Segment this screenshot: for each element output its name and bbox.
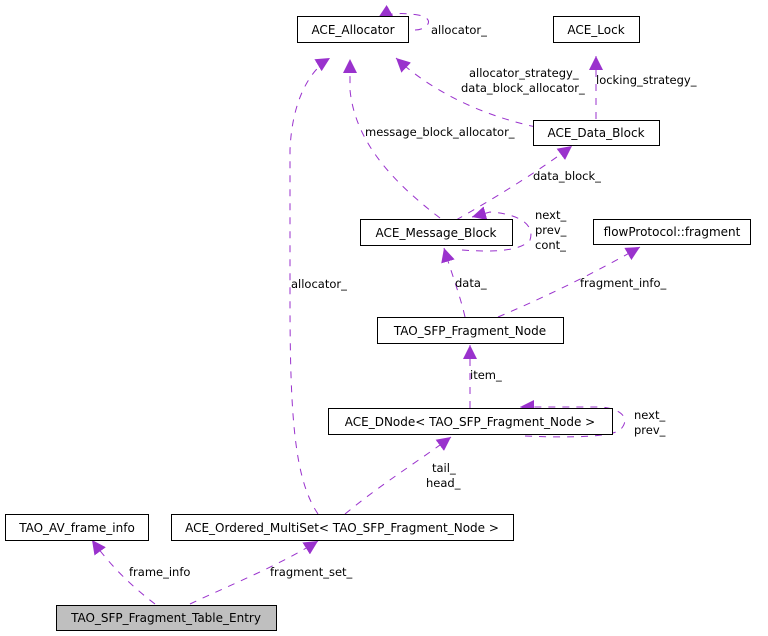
edge-label-dnode-next: next_ [634,408,665,422]
node-label: flowProtocol::fragment [604,225,741,239]
edge-labels: allocator_ allocator_strategy_ data_bloc… [129,23,697,579]
node-label: ACE_Ordered_MultiSet< TAO_SFP_Fragment_N… [185,521,499,535]
edge-allocator-self[interactable] [377,4,429,31]
edge-datablock-to-allocator[interactable] [395,57,537,128]
node-ace-data-block[interactable]: ACE_Data_Block [533,120,660,146]
edge-fragmentnode-to-messageblock[interactable] [441,247,466,318]
node-ace-ordered-multiset[interactable]: ACE_Ordered_MultiSet< TAO_SFP_Fragment_N… [171,514,514,541]
edge-label-allocator-strategy: allocator_strategy_ [469,66,579,80]
node-label: ACE_Lock [567,23,624,37]
node-tao-sfp-fragment-node[interactable]: TAO_SFP_Fragment_Node [377,317,564,344]
node-ace-message-block[interactable]: ACE_Message_Block [360,219,513,246]
edge-label-multiset-allocator: allocator_ [291,277,347,291]
node-ace-dnode[interactable]: ACE_DNode< TAO_SFP_Fragment_Node > [328,408,613,435]
node-label: ACE_Allocator [311,23,394,37]
node-label: ACE_DNode< TAO_SFP_Fragment_Node > [345,415,596,429]
edge-label-dnode-prev: prev_ [634,423,666,437]
node-tao-av-frame-info[interactable]: TAO_AV_frame_info [5,514,149,541]
edge-tableentry-to-frameinfo[interactable] [91,539,156,605]
node-flowprotocol-fragment[interactable]: flowProtocol::fragment [593,219,751,245]
edge-messageblock-self[interactable] [461,206,532,252]
node-ace-allocator[interactable]: ACE_Allocator [297,16,409,43]
nodes: ACE_Allocator ACE_Lock ACE_Data_Block AC… [5,16,751,631]
edge-label-data-block-allocator: data_block_allocator_ [461,81,585,95]
edge-label-data: data_ [455,276,487,290]
edge-label-fragment-info: fragment_info_ [580,276,667,290]
edge-label-item: item_ [470,368,502,382]
edge-fragmentnode-to-flowfragment[interactable] [497,246,641,318]
edge-label-mb-next: next_ [535,208,566,222]
node-label: TAO_SFP_Fragment_Node [393,324,546,338]
edge-label-allocator-self: allocator_ [431,23,487,37]
edge-label-fragment-set: fragment_set_ [270,565,353,579]
node-label: TAO_SFP_Fragment_Table_Entry [70,611,261,625]
edge-label-mb-prev: prev_ [535,223,567,237]
edge-tableentry-to-multiset[interactable] [189,540,319,605]
edge-multiset-to-dnode[interactable] [344,436,452,515]
edge-label-tail: tail_ [432,461,456,475]
edge-label-head: head_ [426,476,461,490]
edge-label-locking-strategy: locking_strategy_ [596,73,697,87]
edge-label-mb-cont: cont_ [535,238,566,252]
node-tao-sfp-fragment-table-entry[interactable]: TAO_SFP_Fragment_Table_Entry [56,605,277,631]
node-ace-lock[interactable]: ACE_Lock [553,16,640,43]
node-label: TAO_AV_frame_info [18,521,135,535]
edge-messageblock-to-datablock[interactable] [455,145,573,221]
edge-label-message-block-allocator: message_block_allocator_ [365,125,515,139]
edge-label-data-block: data_block_ [533,169,601,183]
edges [91,4,641,605]
node-label: ACE_Data_Block [547,126,644,140]
node-label: ACE_Message_Block [375,226,496,240]
edge-label-frame-info: frame_info [129,565,190,579]
